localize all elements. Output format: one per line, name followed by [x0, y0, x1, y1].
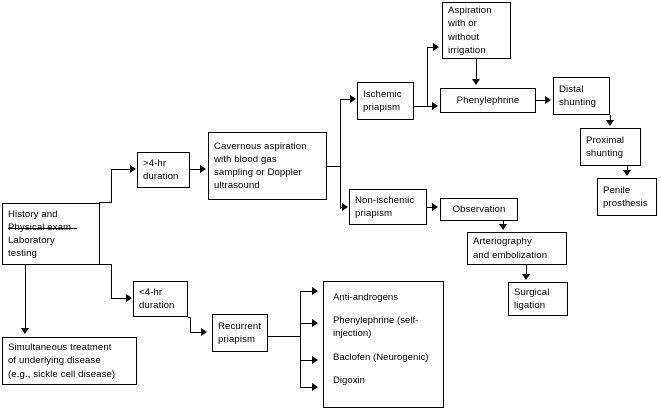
arrow-to-arteriography: [499, 224, 507, 230]
connector-arteriography-to-surgical-vertical: [526, 265, 528, 275]
connector-history-to-simultaneous-vertical: [25, 265, 27, 329]
connector-gt4hr-to-cavernous: [190, 169, 202, 171]
arrow-aspiration-to-phenylephrine: [472, 79, 480, 85]
node-penile-prosthesis: Penile prosthesis: [597, 178, 657, 216]
arrow-to-simultaneous: [21, 328, 29, 334]
connector-lt4hr-to-recurrent-horizontal: [188, 317, 191, 319]
node-lt-4hr-duration: <4-hr duration: [133, 281, 188, 317]
node-recurrent-options-list: Anti-androgens Phenylephrine (self- inje…: [323, 281, 444, 408]
connector-lt4hr-in-horizontal: [111, 298, 127, 300]
connector-history-top-horizontal: [99, 202, 112, 204]
arrow-to-nonischemic: [342, 203, 348, 211]
connector-to-aspiration-horizontal: [427, 47, 434, 49]
connector-cavernous-out-horizontal: [327, 166, 341, 168]
connector-recurrent-in-horizontal: [190, 332, 202, 334]
connector-to-nonischemic-horizontal: [340, 207, 343, 209]
connector-proximal-to-penile-vertical: [627, 166, 629, 171]
arrow-ischemic-to-phenylephrine: [432, 102, 438, 110]
node-observation: Observation: [440, 198, 518, 221]
connector-nonischemic-to-observation: [427, 207, 433, 209]
node-aspiration-irrigation: Aspiration with or without irrigation: [442, 2, 511, 59]
list-item: Phenylephrine (self- injection): [333, 315, 419, 340]
connector-history-bottom-horizontal: [99, 264, 112, 266]
connector-fan-to-option-3: [300, 360, 313, 362]
connector-gt4hr-in-horizontal: [111, 169, 131, 171]
arrow-to-observation: [432, 203, 438, 211]
arrow-to-anti-androgens: [312, 287, 318, 295]
node-surgical-ligation: Surgical ligation: [508, 282, 568, 316]
connector-aspiration-to-phenylephrine-vertical: [476, 59, 478, 80]
arrow-to-penile-prosthesis: [623, 170, 631, 176]
connector-fan-to-option-1: [300, 291, 313, 293]
list-item: Anti-androgens: [333, 292, 399, 303]
arrow-to-proximal-shunting: [606, 120, 614, 126]
connector-recurrent-fan-vertical: [300, 291, 302, 388]
arrow-to-ischemic: [350, 95, 356, 103]
node-gt-4hr-duration: >4-hr duration: [137, 152, 190, 188]
list-item: Baclofen (Neurogenic): [333, 351, 429, 363]
connector-history-to-gt4hr-vertical: [111, 170, 113, 203]
node-phenylephrine: Phenylephrine: [440, 88, 536, 113]
connector-fan-to-option-2: [300, 323, 313, 325]
node-cavernous-aspiration: Cavernous aspiration with blood gas samp…: [208, 132, 327, 200]
arrow-to-phenylephrine-self-injection: [312, 319, 318, 327]
node-proximal-shunting: Proximal shunting: [580, 128, 641, 166]
physical-exam-underline: [8, 228, 77, 230]
node-ischemic-priapism: Ischemic priapism: [357, 82, 414, 120]
node-arteriography-embolization: Arteriography and embolization: [467, 232, 567, 265]
list-item: Digoxin: [333, 374, 365, 386]
connector-ischemic-to-phenylephrine: [427, 106, 433, 108]
connector-to-ischemic-horizontal: [340, 99, 351, 101]
arrow-to-cavernous: [200, 165, 206, 173]
node-simultaneous-treatment: Simultaneous treatment of underlying dis…: [2, 337, 137, 385]
connector-history-to-lt4hr-vertical: [111, 264, 113, 299]
node-recurrent-priapism: Recurrent priapism: [212, 314, 268, 352]
node-distal-shunting: Distal shunting: [553, 77, 610, 115]
arrow-to-aspiration: [433, 43, 439, 51]
connector-observation-to-arteriography-vertical: [503, 221, 505, 225]
arrow-to-recurrent-priapism: [201, 328, 207, 336]
arrow-to-digoxin: [312, 383, 318, 391]
connector-proximal-drop-vertical: [610, 115, 612, 120]
connector-fan-to-option-4: [300, 387, 313, 389]
connector-lt4hr-to-recurrent-vertical: [190, 317, 192, 333]
connector-cavernous-split-vertical: [340, 99, 342, 209]
connector-phenylephrine-to-distal: [536, 100, 546, 102]
arrow-to-distal-shunting: [545, 96, 551, 104]
arrow-to-lt4hr: [126, 294, 132, 302]
node-non-ischemic-priapism: Non-ischemic priapism: [349, 189, 427, 225]
connector-ischemic-out-horizontal: [414, 106, 428, 108]
connector-ischemic-split-vertical: [427, 47, 429, 107]
arrow-to-surgical-ligation: [522, 274, 530, 280]
arrow-to-gt4hr: [130, 165, 136, 173]
connector-recurrent-out-horizontal: [268, 336, 301, 338]
arrow-to-baclofen: [312, 356, 318, 364]
node-history-physical-exam: History and Physical exam Laboratory tes…: [2, 203, 100, 265]
